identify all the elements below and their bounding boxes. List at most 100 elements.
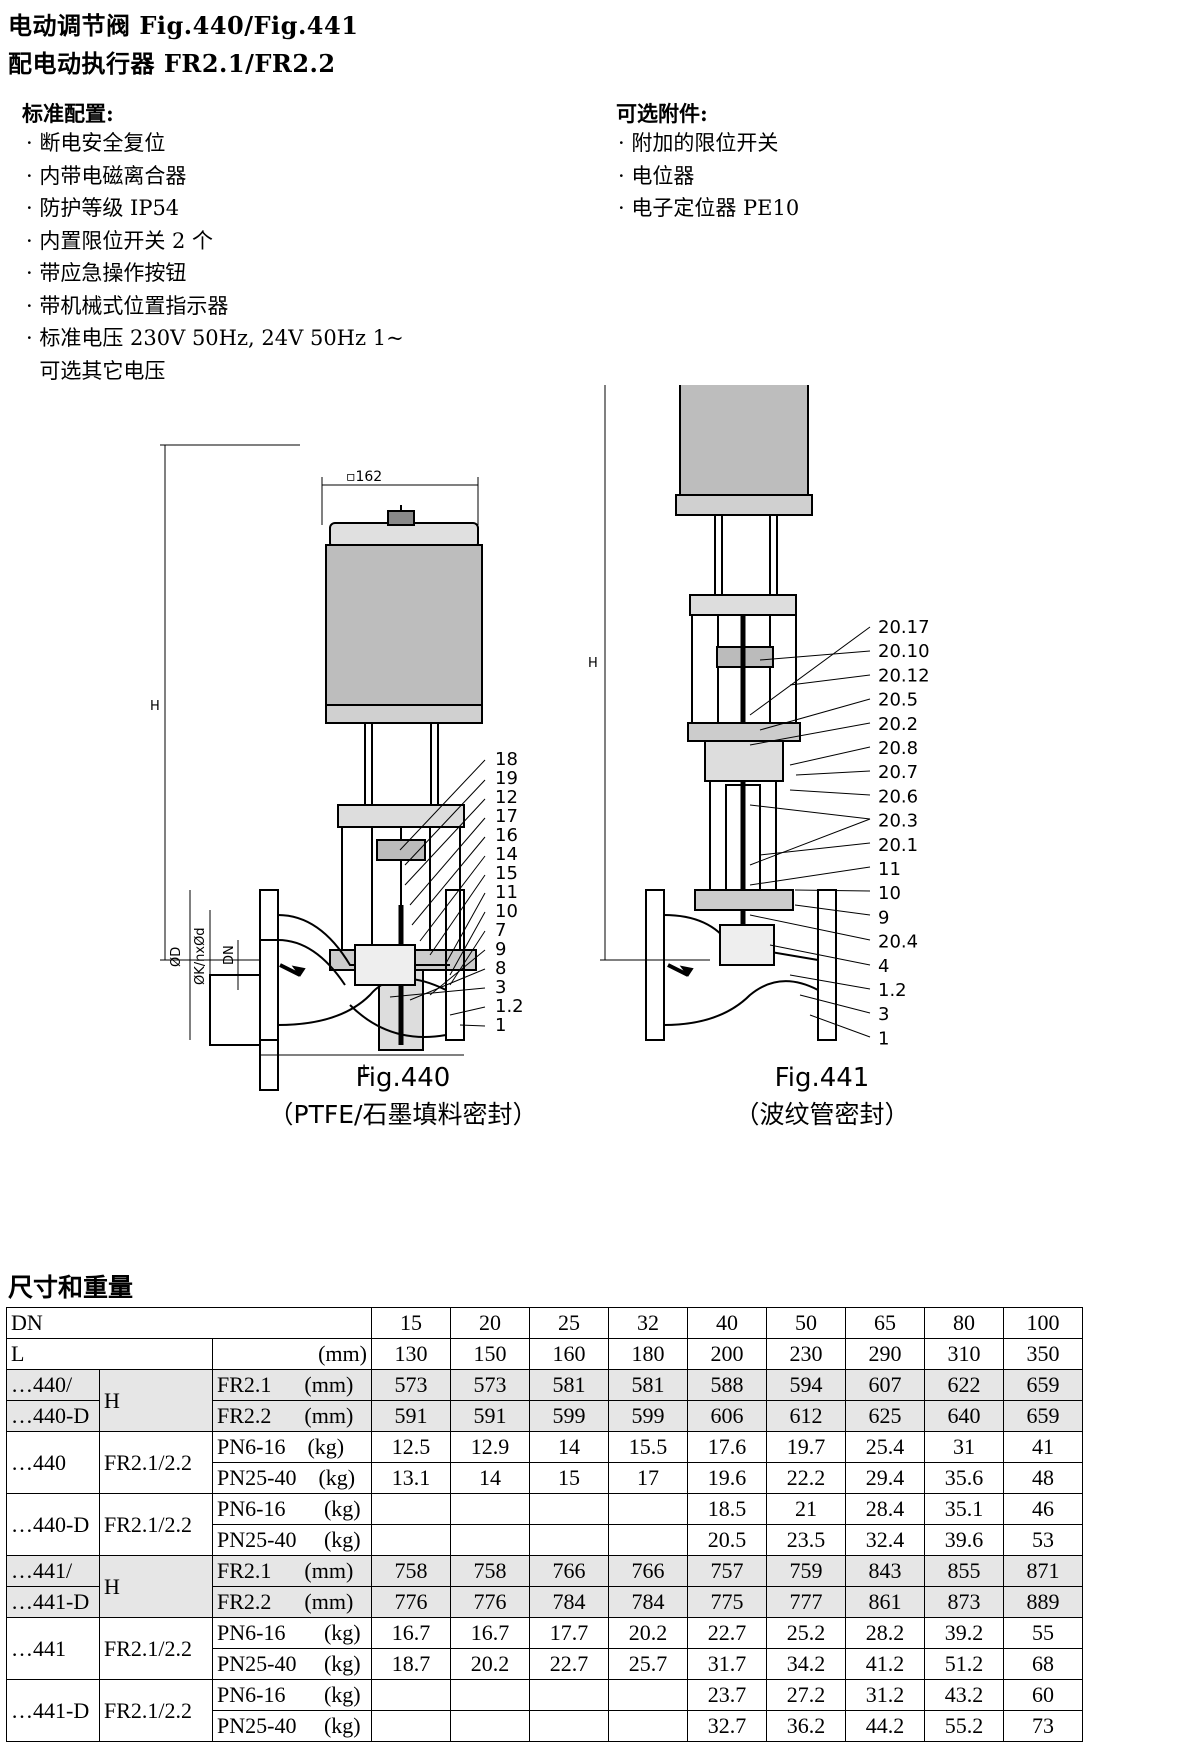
dim-DN-label: DN <box>222 945 237 965</box>
row-actuator: FR2.1/2.2 <box>99 1431 213 1494</box>
callout-number: 3 <box>495 977 506 998</box>
table-cell: 873 <box>924 1586 1004 1618</box>
table-cell: 23.5 <box>766 1524 846 1556</box>
table-cell: 150 <box>450 1338 530 1370</box>
table-cell: 758 <box>450 1555 530 1587</box>
callout-number: 20.8 <box>878 738 918 759</box>
table-cell <box>371 1493 451 1525</box>
optional-accessory-item: · 附加的限位开关 <box>618 131 779 155</box>
table-cell: 18.5 <box>687 1493 767 1525</box>
table-cell: 16.7 <box>371 1617 451 1649</box>
table-cell <box>608 1710 688 1742</box>
table-cell: 310 <box>924 1338 1004 1370</box>
table-cell: 12.5 <box>371 1431 451 1463</box>
dimensions-weights-title: 尺寸和重量 <box>8 1273 134 1302</box>
table-cell <box>450 1493 530 1525</box>
table-cell: 32.7 <box>687 1710 767 1742</box>
dn-value: 40 <box>687 1307 767 1339</box>
table-cell: 766 <box>608 1555 688 1587</box>
row-unit: (mm) <box>212 1338 372 1370</box>
callout-number: 12 <box>495 787 518 808</box>
table-cell: 599 <box>608 1400 688 1432</box>
table-cell: 31.7 <box>687 1648 767 1680</box>
table-cell: 591 <box>450 1400 530 1432</box>
table-cell: 16.7 <box>450 1617 530 1649</box>
table-cell: 22.7 <box>529 1648 609 1680</box>
table-cell: 612 <box>766 1400 846 1432</box>
table-cell: 889 <box>1003 1586 1083 1618</box>
figure440-subcaption: （PTFE/石墨填料密封） <box>268 1100 538 1129</box>
figure441-subcaption: （波纹管密封） <box>734 1100 910 1129</box>
table-cell: 12.9 <box>450 1431 530 1463</box>
table-cell <box>529 1679 609 1711</box>
callout-number: 20.4 <box>878 932 918 953</box>
dn-value: 15 <box>371 1307 451 1339</box>
callout-number: 20.6 <box>878 786 918 807</box>
table-cell: 29.4 <box>845 1462 925 1494</box>
standard-config-list: · 断电安全复位· 内带电磁离合器· 防护等级 IP54· 内置限位开关 2 个… <box>26 127 404 387</box>
callout-number: 15 <box>495 863 518 884</box>
table-cell: 22.7 <box>687 1617 767 1649</box>
dim-H-label-440: H <box>150 699 160 714</box>
row-spec: PN6-16 (kg) <box>212 1679 372 1711</box>
dim-L-label: L <box>362 1063 370 1079</box>
table-cell: 31 <box>924 1431 1004 1463</box>
table-cell: 659 <box>1003 1369 1083 1401</box>
table-cell: 759 <box>766 1555 846 1587</box>
table-cell: 34.2 <box>766 1648 846 1680</box>
callout-number: 20.3 <box>878 811 918 832</box>
table-cell: 39.6 <box>924 1524 1004 1556</box>
table-cell: 35.6 <box>924 1462 1004 1494</box>
row-spec: PN25-40 (kg) <box>212 1710 372 1742</box>
table-cell: 55.2 <box>924 1710 1004 1742</box>
dim-D-label: ØD <box>169 947 184 967</box>
standard-config-item: · 防护等级 IP54 <box>26 196 180 220</box>
row-spec: FR2.2 (mm) <box>212 1400 372 1432</box>
standard-config-item: · 断电安全复位 <box>26 131 166 155</box>
table-cell: 43.2 <box>924 1679 1004 1711</box>
table-cell: 17 <box>608 1462 688 1494</box>
table-cell: 36.2 <box>766 1710 846 1742</box>
table-cell: 22.2 <box>766 1462 846 1494</box>
table-cell: 607 <box>845 1369 925 1401</box>
figure440-caption: Fig.440 <box>355 1063 451 1093</box>
row-spec: FR2.2 (mm) <box>212 1586 372 1618</box>
table-cell <box>450 1679 530 1711</box>
table-cell: 55 <box>1003 1617 1083 1649</box>
table-cell: 39.2 <box>924 1617 1004 1649</box>
table-cell: 60 <box>1003 1679 1083 1711</box>
table-cell: 25.2 <box>766 1617 846 1649</box>
table-cell: 160 <box>529 1338 609 1370</box>
table-cell: 51.2 <box>924 1648 1004 1680</box>
callout-number: 8 <box>495 958 506 979</box>
callout-number: 1.2 <box>495 996 524 1017</box>
row-model: …441-D <box>6 1586 100 1618</box>
standard-config-item: · 带机械式位置指示器 <box>26 293 229 318</box>
callout-number: 11 <box>878 859 901 880</box>
row-spec: PN25-40 (kg) <box>212 1648 372 1680</box>
table-cell <box>529 1710 609 1742</box>
row-actuator: FR2.1/2.2 <box>99 1679 213 1742</box>
table-cell: 180 <box>608 1338 688 1370</box>
callout-number: 3 <box>878 1004 889 1025</box>
table-cell: 581 <box>608 1369 688 1401</box>
callout-number: 11 <box>495 882 518 903</box>
callout-number: 1 <box>495 1015 506 1036</box>
figure441-caption: Fig.441 <box>774 1063 870 1093</box>
table-cell: 18.7 <box>371 1648 451 1680</box>
table-cell: 25.4 <box>845 1431 925 1463</box>
table-cell: 594 <box>766 1369 846 1401</box>
standard-config-heading: 标准配置: <box>22 101 114 126</box>
dn-value: 100 <box>1003 1307 1083 1339</box>
table-cell: 25.7 <box>608 1648 688 1680</box>
standard-config-item: · 带应急操作按钮 <box>26 261 187 285</box>
table-cell: 19.6 <box>687 1462 767 1494</box>
optional-accessories-list: · 附加的限位开关· 电位器· 电子定位器 PE10 <box>618 127 799 225</box>
